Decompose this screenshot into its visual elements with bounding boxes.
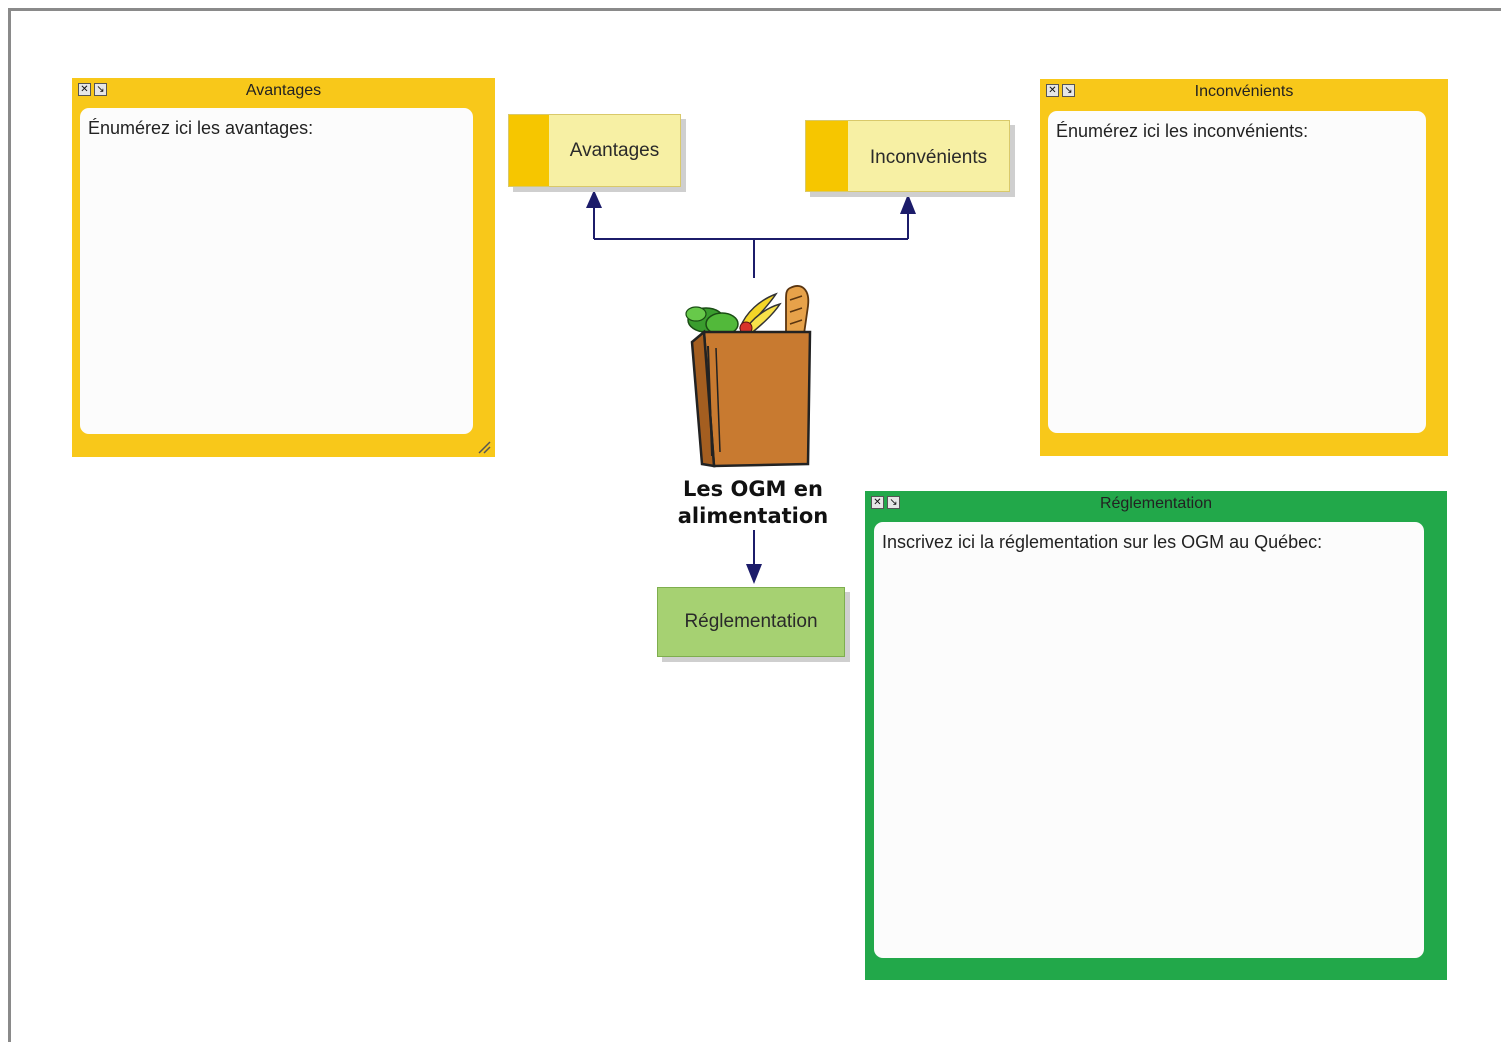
close-icon[interactable]: ✕ xyxy=(871,496,884,509)
node-inconvenients[interactable]: Inconvénients xyxy=(805,120,1010,192)
lettuce-icon xyxy=(685,306,739,336)
node-inconvenients-stripe xyxy=(806,121,848,191)
bag-crease-2 xyxy=(715,347,721,453)
node-reglementation[interactable]: Réglementation xyxy=(657,587,845,657)
inconvenients-prompt: Énumérez ici les inconvénients: xyxy=(1056,121,1309,141)
expand-icon[interactable]: ↘ xyxy=(887,496,900,509)
inconvenients-panel[interactable]: Inconvénients ✕ ↘ Énumérez ici les incon… xyxy=(1040,79,1448,456)
reglementation-prompt: Inscrivez ici la réglementation sur les … xyxy=(882,532,1323,552)
resize-grip-icon[interactable] xyxy=(477,440,491,454)
arrowhead-inconvenients xyxy=(900,194,916,214)
bag-crease-1 xyxy=(707,345,713,457)
reglementation-panel-title: Réglementation xyxy=(1099,495,1213,512)
central-topic-title[interactable]: Les OGM en alimentation xyxy=(677,477,829,528)
node-avantages-label: Avantages xyxy=(569,139,660,161)
close-icon[interactable]: ✕ xyxy=(1046,84,1059,97)
node-avantages[interactable]: Avantages xyxy=(508,114,681,187)
reglementation-text-area[interactable]: Inscrivez ici la réglementation sur les … xyxy=(874,522,1424,958)
bread-icon xyxy=(785,285,810,335)
node-inconvenients-label: Inconvénients xyxy=(869,147,988,168)
node-avantages-stripe xyxy=(509,115,549,186)
avantages-panel-title: Avantages xyxy=(245,82,322,99)
expand-icon[interactable]: ↘ xyxy=(94,83,107,96)
expand-icon[interactable]: ↘ xyxy=(1062,84,1075,97)
avantages-panel[interactable]: Avantages ✕ ↘ Énumérez ici les avantages… xyxy=(72,78,495,457)
grocery-bag-icon[interactable] xyxy=(682,276,820,470)
arrowhead-avantages xyxy=(586,190,602,208)
avantages-text-area[interactable]: Énumérez ici les avantages: xyxy=(80,108,473,434)
node-reglementation-label: Réglementation xyxy=(684,611,818,632)
reglementation-panel[interactable]: Réglementation ✕ ↘ Inscrivez ici la régl… xyxy=(865,491,1447,980)
inconvenients-text-area[interactable]: Énumérez ici les inconvénients: xyxy=(1048,111,1426,433)
inconvenients-panel-title: Inconvénients xyxy=(1194,83,1294,100)
arrowhead-reglementation xyxy=(746,564,762,584)
close-icon[interactable]: ✕ xyxy=(78,83,91,96)
avantages-prompt: Énumérez ici les avantages: xyxy=(88,118,314,138)
